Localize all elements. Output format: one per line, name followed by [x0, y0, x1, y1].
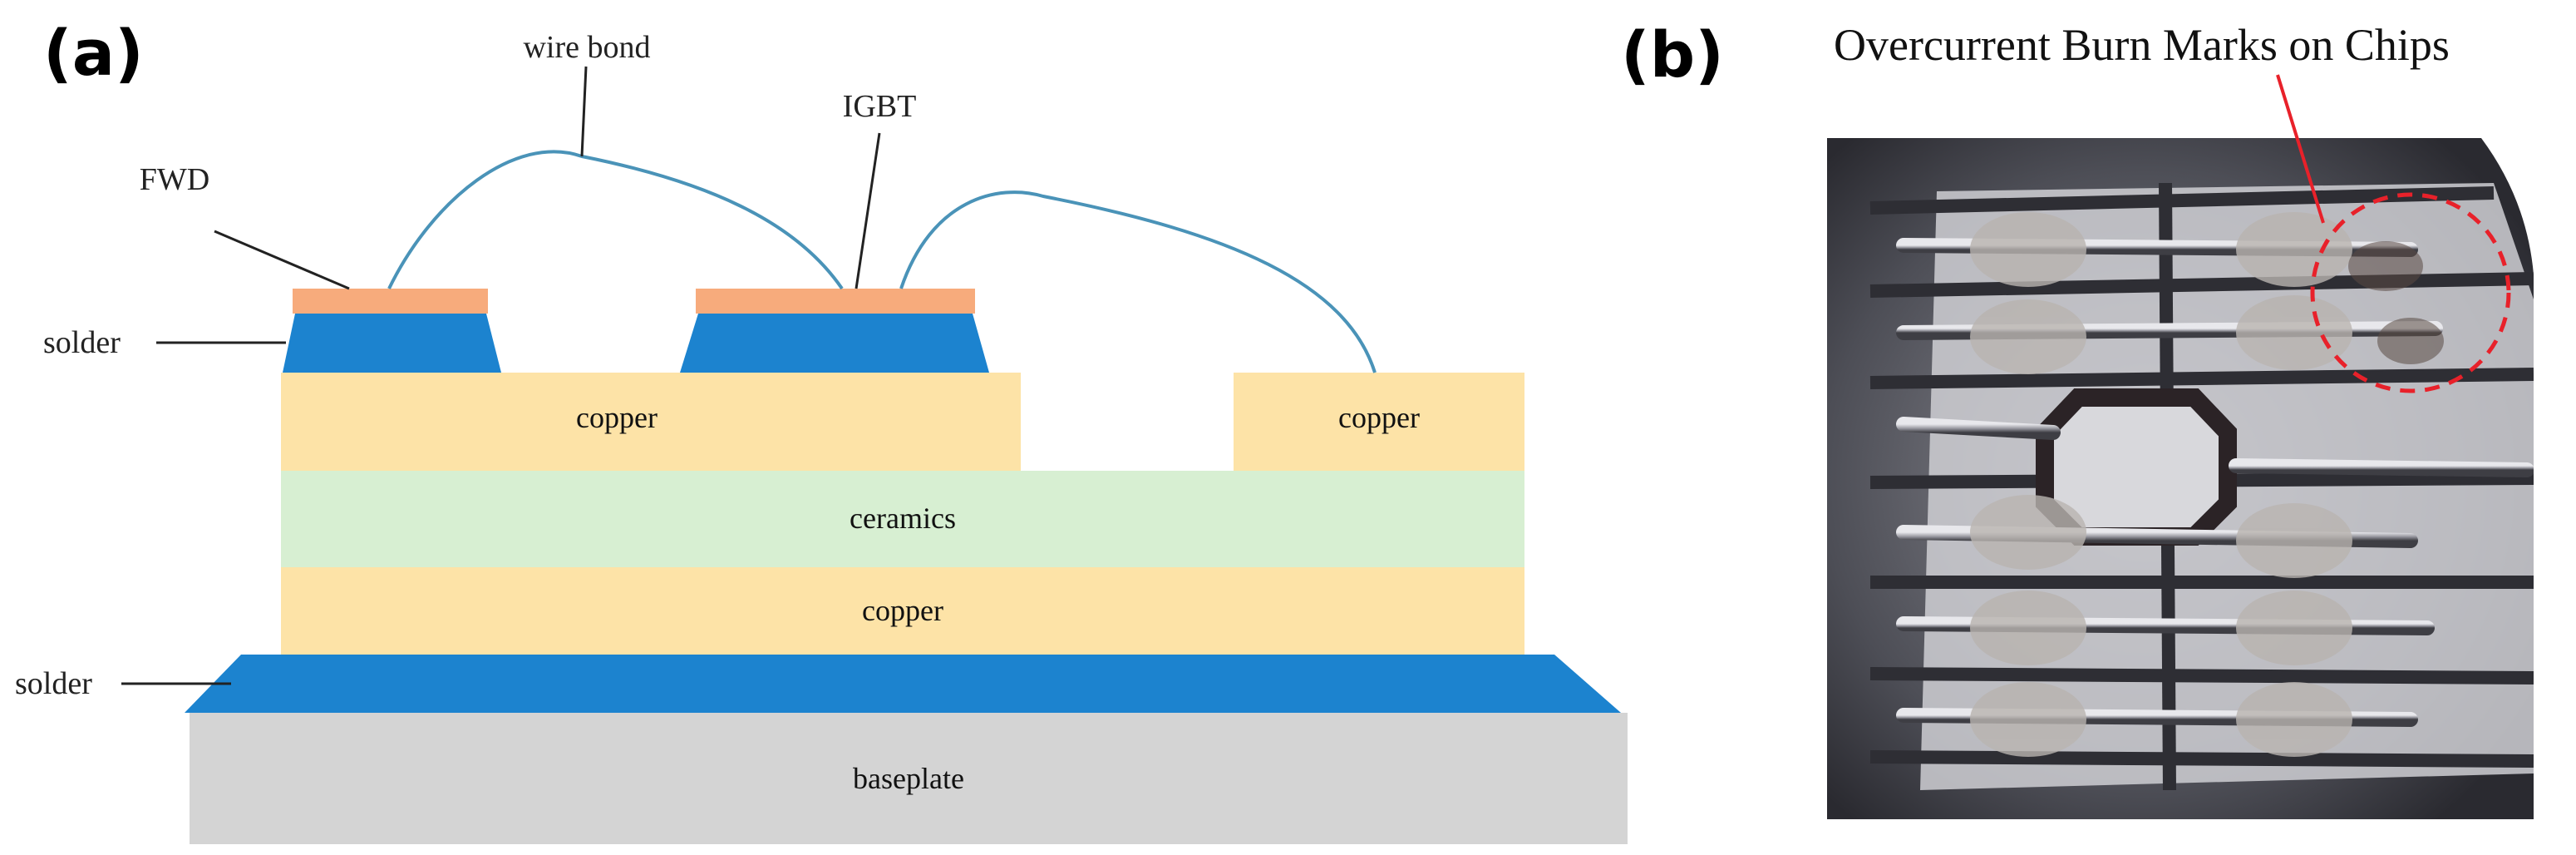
panel-a-label: (a) — [43, 16, 144, 90]
burn-marks-leader — [2276, 74, 2325, 224]
top-copper-right-label: copper — [1338, 401, 1420, 434]
burn-marks-annotation: Overcurrent Burn Marks on Chips — [1834, 20, 2450, 70]
igbt-callout: IGBT — [843, 89, 917, 124]
ceramics-layer — [281, 471, 1524, 567]
panel-b: (b) Overcurrent Burn Marks on Chips — [1621, 17, 2534, 819]
bottom-copper-layer — [281, 567, 1524, 655]
ceramics-label: ceramics — [850, 502, 956, 535]
fwd-chip — [293, 289, 488, 314]
wire-bond-igbt-copper — [899, 190, 1377, 373]
fwd-callout: FWD — [140, 162, 209, 197]
baseplate-layer — [190, 713, 1628, 844]
igbt-solder — [680, 314, 989, 373]
igbt-leader — [855, 132, 881, 289]
panel-a: (a) baseplate copper ceramics copper cop… — [15, 16, 1628, 844]
module-photo — [1827, 138, 2534, 819]
top-copper-right-layer — [1234, 373, 1524, 471]
top-copper-left-label: copper — [576, 401, 658, 434]
top-copper-left-layer — [281, 373, 1021, 471]
solder-bottom-callout: solder — [15, 666, 92, 701]
wire-bond-leader — [580, 66, 588, 157]
igbt-chip — [696, 289, 975, 314]
wire-bond-fwd-igbt — [387, 150, 844, 290]
baseplate-label: baseplate — [853, 762, 964, 795]
solder-top-callout: solder — [43, 325, 121, 360]
bottom-solder-layer — [185, 655, 1621, 713]
wire-bond-callout: wire bond — [523, 30, 650, 65]
fwd-solder — [283, 314, 501, 373]
fwd-leader — [214, 230, 350, 290]
burn-marks-highlight-circle — [2310, 192, 2511, 393]
bottom-copper-label: copper — [862, 594, 943, 627]
panel-b-label: (b) — [1621, 17, 1724, 91]
